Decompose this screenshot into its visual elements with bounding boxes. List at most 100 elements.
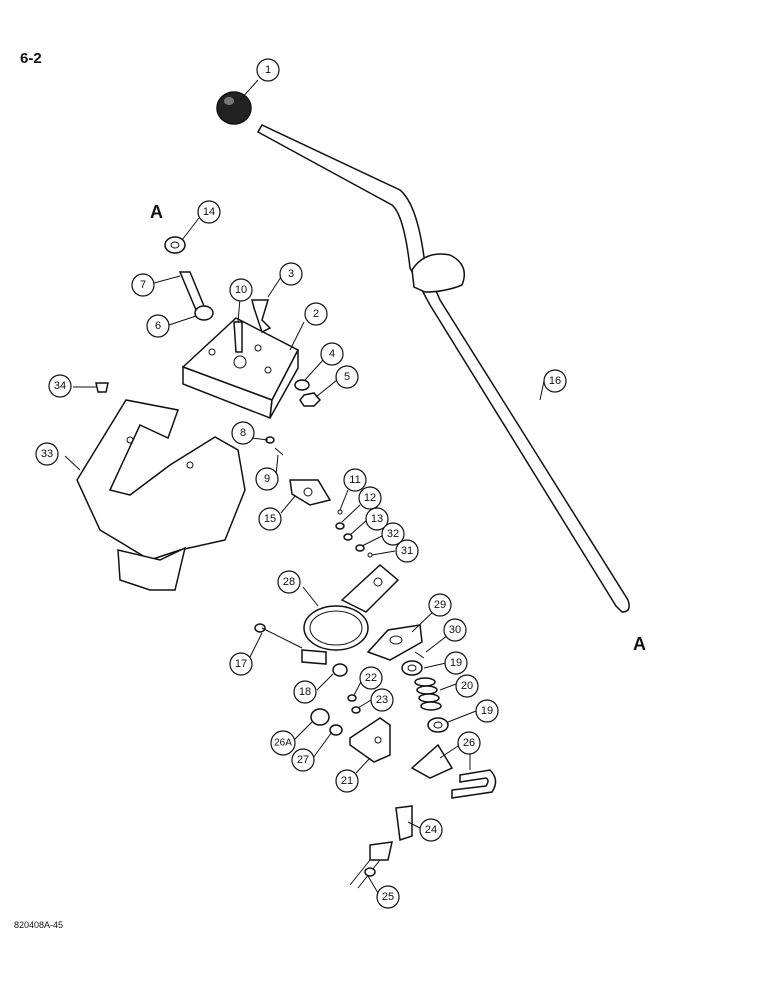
washer-19-upper (401, 660, 423, 676)
bolt-7 (178, 271, 205, 312)
svg-text:24: 24 (425, 824, 437, 836)
callout-21: 21 (335, 769, 359, 793)
u-bolt (451, 769, 497, 799)
washer-22 (347, 694, 357, 702)
callout-1: 1 (256, 58, 280, 82)
bracket-29 (366, 624, 423, 661)
washer-11 (337, 509, 343, 515)
cable-25 (349, 841, 393, 889)
svg-text:3: 3 (288, 268, 294, 280)
callout-27: 27 (291, 748, 315, 772)
svg-text:17: 17 (235, 658, 247, 670)
svg-text:27: 27 (297, 754, 309, 766)
washer-13 (343, 533, 353, 541)
svg-text:5: 5 (344, 371, 350, 383)
callout-26a: 26A (270, 730, 296, 756)
bolt-34 (95, 382, 109, 393)
svg-text:13: 13 (371, 513, 383, 525)
svg-text:26A: 26A (274, 738, 292, 749)
callout-15: 15 (258, 507, 282, 531)
callout-3: 3 (279, 262, 303, 286)
shift-knob (216, 91, 252, 125)
callout-20: 20 (455, 674, 479, 698)
callout-25: 25 (376, 885, 400, 909)
shift-lever (256, 124, 630, 613)
callout-30: 30 (443, 618, 467, 642)
callout-34: 34 (48, 374, 72, 398)
bolt-3 (251, 299, 272, 334)
callout-11: 11 (343, 468, 367, 492)
callout-19-lower: 19 (475, 699, 499, 723)
callout-7: 7 (131, 273, 155, 297)
shift-plate-bracket (181, 317, 300, 420)
bolt-17 (254, 623, 303, 649)
figure-part-number: 820408A-45 (14, 920, 64, 930)
callout-8: 8 (231, 421, 255, 445)
svg-text:11: 11 (349, 474, 360, 486)
clip-31 (367, 552, 373, 558)
callout-14: 14 (197, 200, 221, 224)
callout-10: 10 (229, 278, 253, 302)
svg-text:21: 21 (341, 775, 353, 787)
callout-2: 2 (304, 302, 328, 326)
svg-text:22: 22 (365, 672, 377, 684)
callout-24: 24 (419, 818, 443, 842)
svg-text:7: 7 (140, 279, 146, 291)
cam-26 (410, 743, 454, 779)
callout-16: 16 (543, 369, 567, 393)
spacer-18 (332, 663, 348, 677)
svg-text:25: 25 (382, 891, 394, 903)
callout-12: 12 (358, 486, 382, 510)
page-number: 6-2 (20, 50, 42, 67)
svg-text:19: 19 (481, 705, 493, 717)
svg-text:30: 30 (449, 624, 461, 636)
callout-23: 23 (370, 688, 394, 712)
svg-text:33: 33 (41, 448, 53, 460)
washer-19-lower (427, 717, 449, 733)
callout-28: 28 (277, 570, 301, 594)
washer-32 (355, 544, 365, 552)
callout-32: 32 (381, 522, 405, 546)
spring-20 (414, 677, 442, 711)
clevis-24 (395, 805, 413, 842)
washer-14 (164, 236, 186, 254)
svg-text:6: 6 (155, 320, 161, 332)
reference-letter-a-lower: A (633, 634, 646, 654)
svg-text:15: 15 (264, 513, 276, 525)
pin-10 (233, 321, 243, 353)
callout-18: 18 (293, 680, 317, 704)
svg-text:20: 20 (461, 680, 473, 692)
callout-17: 17 (229, 652, 253, 676)
callout-22: 22 (359, 666, 383, 690)
svg-text:32: 32 (387, 528, 399, 540)
clamp-bracket-28 (301, 564, 400, 665)
svg-text:1: 1 (265, 64, 271, 76)
svg-text:16: 16 (549, 375, 561, 387)
callout-4: 4 (320, 342, 344, 366)
svg-text:19: 19 (450, 657, 462, 669)
pin-9 (274, 447, 284, 456)
svg-text:12: 12 (364, 492, 376, 504)
bracket-15 (289, 479, 332, 506)
shield (76, 399, 246, 591)
svg-text:2: 2 (313, 308, 319, 320)
svg-text:26: 26 (463, 737, 475, 749)
callout-9: 9 (255, 467, 279, 491)
pin-30 (414, 651, 425, 659)
callout-29: 29 (428, 593, 452, 617)
spacer-6 (194, 305, 214, 321)
callout-19-upper: 19 (444, 651, 468, 675)
nut-5 (299, 392, 322, 407)
reference-letter-a-upper: A (150, 202, 163, 222)
nut-26a (310, 708, 330, 726)
washer-4 (294, 379, 310, 391)
callout-6: 6 (146, 314, 170, 338)
svg-text:8: 8 (240, 427, 246, 439)
svg-text:10: 10 (235, 284, 247, 296)
washer-12 (335, 522, 345, 530)
callout-33: 33 (35, 442, 59, 466)
svg-text:23: 23 (376, 694, 388, 706)
svg-text:18: 18 (299, 686, 311, 698)
callout-5: 5 (335, 365, 359, 389)
